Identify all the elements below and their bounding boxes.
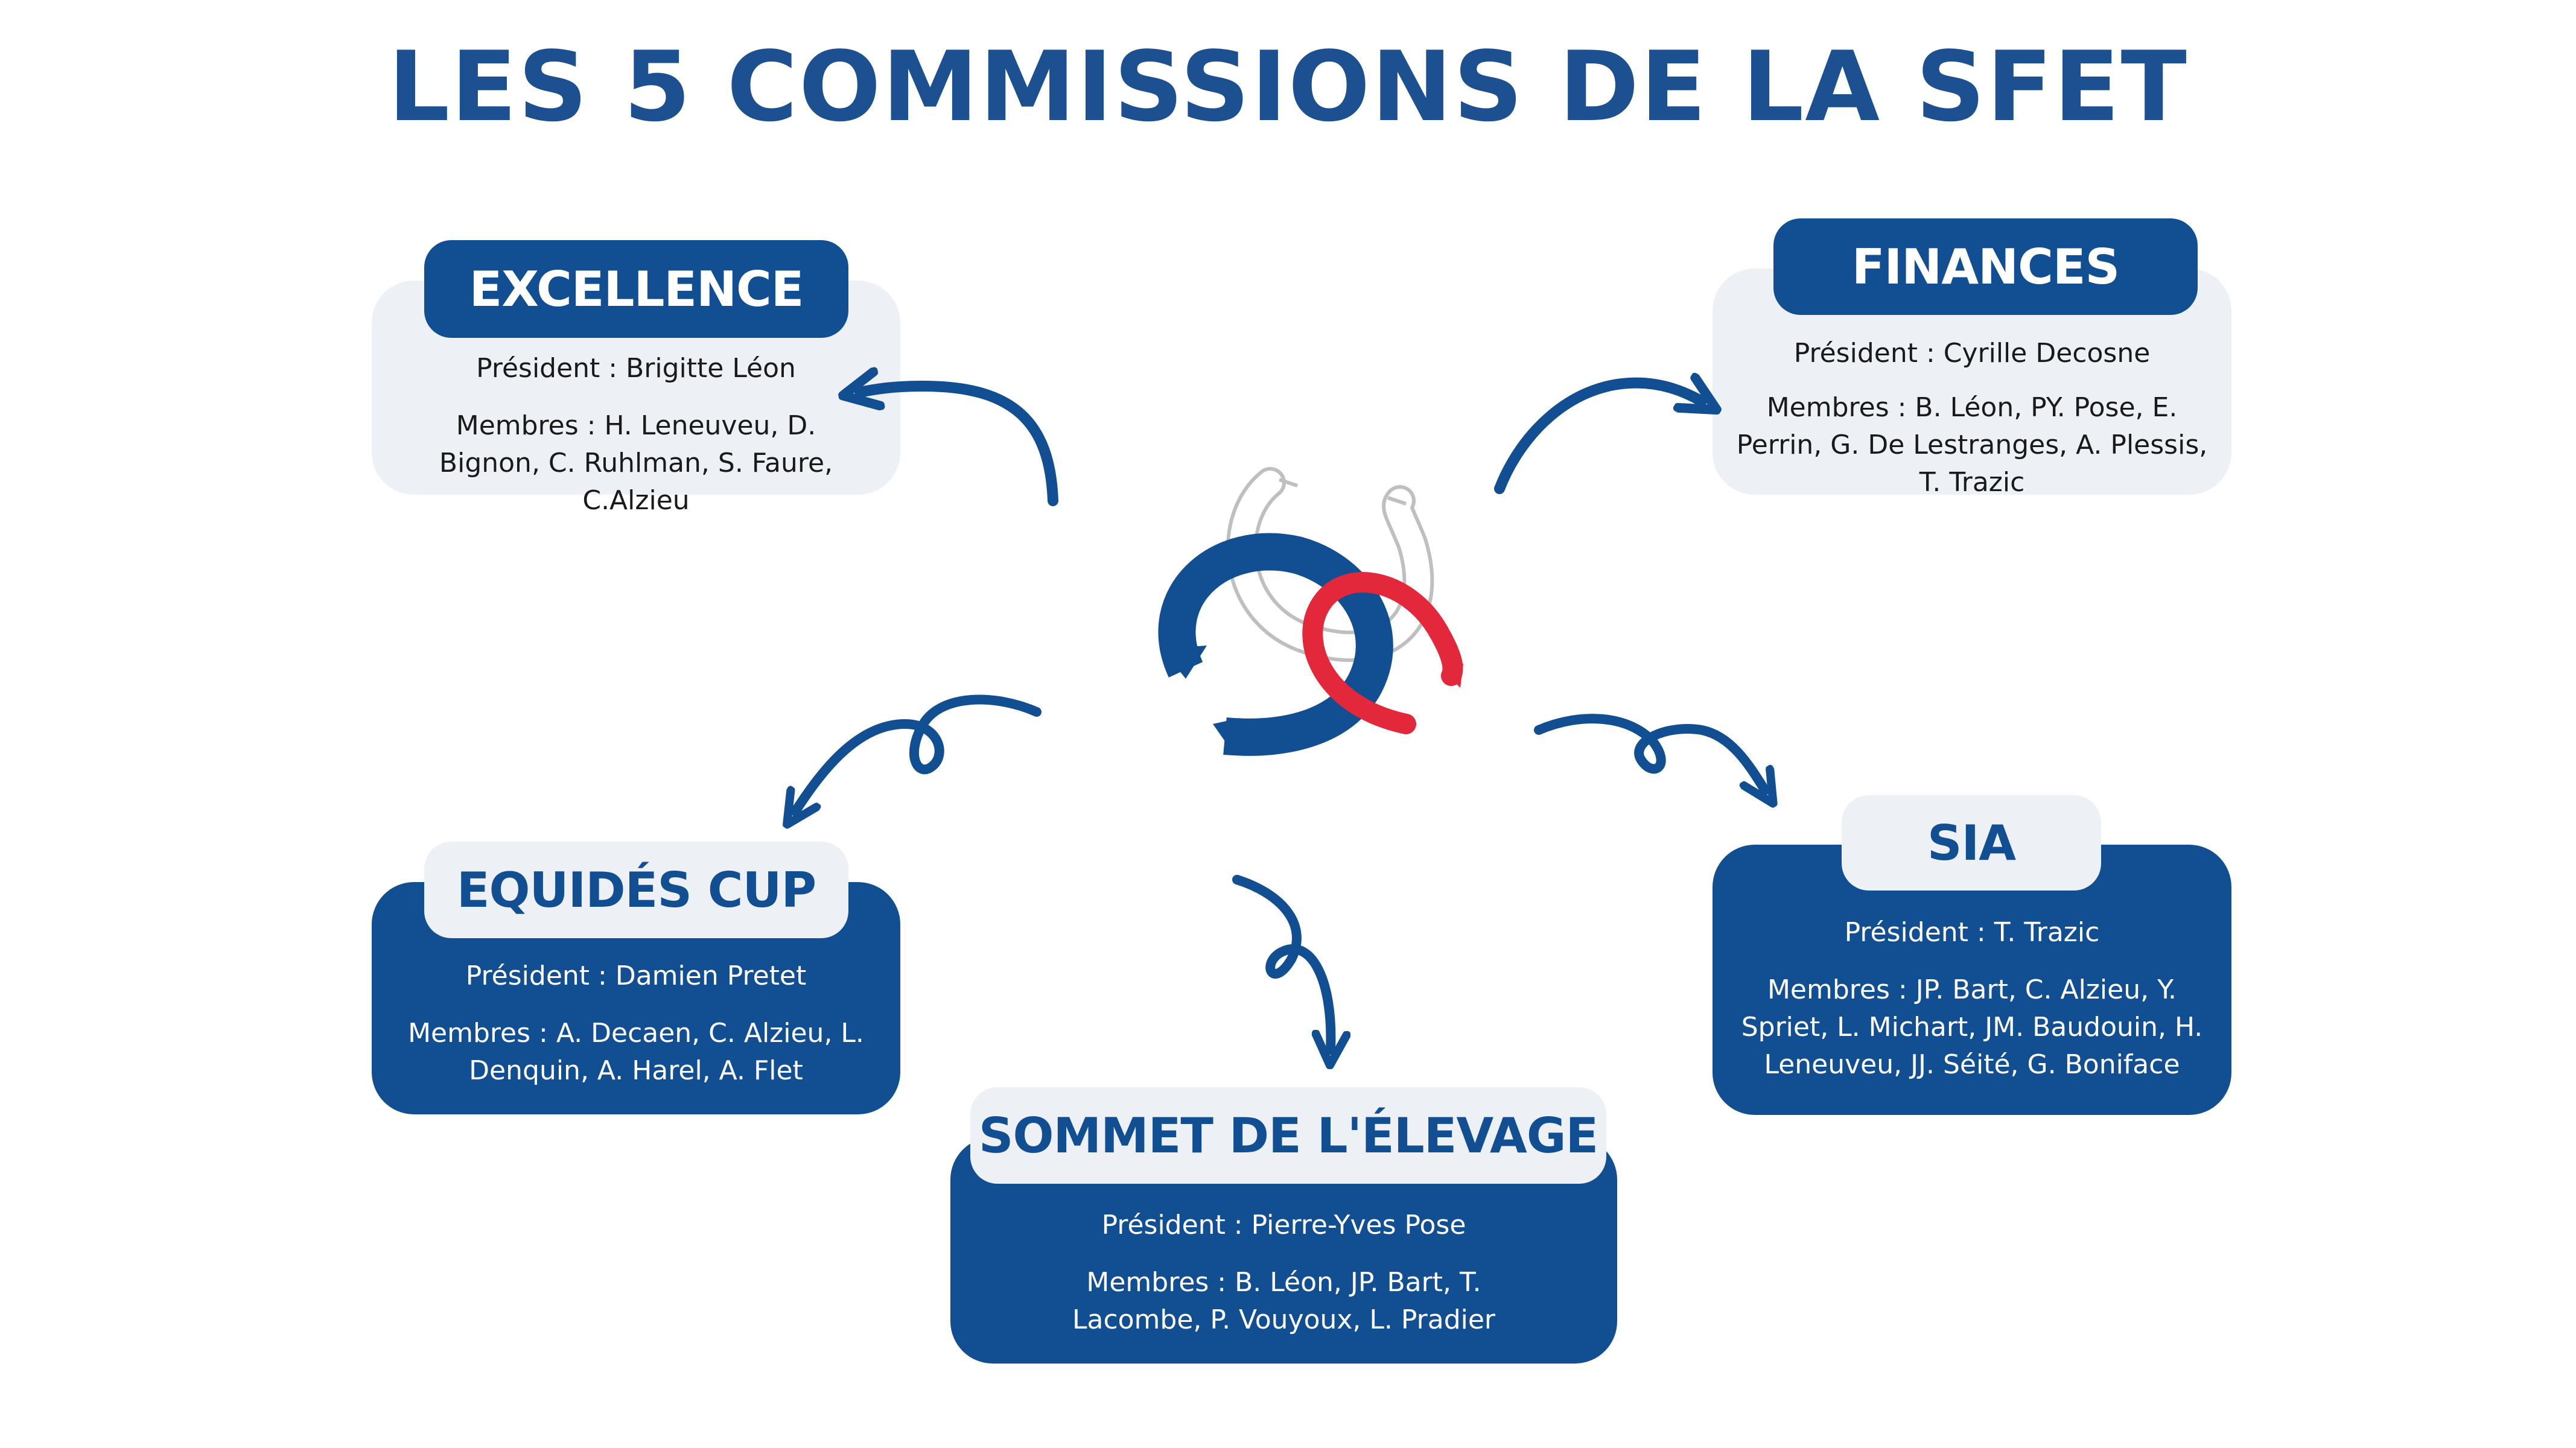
- equides-cup-members: Membres : A. Decaen, C. Alzieu, L. Denqu…: [408, 1018, 864, 1086]
- sia-title: SIA: [1842, 795, 2101, 891]
- excellence-president: Président : Brigitte Léon: [476, 353, 796, 384]
- sommet-members: Membres : B. Léon, JP. Bart, T. Lacombe,…: [1072, 1267, 1496, 1335]
- sia-members: Membres : JP. Bart, C. Alzieu, Y. Spriet…: [1741, 974, 2203, 1080]
- sommet-title: SOMMET DE L'ÉLEVAGE: [970, 1087, 1606, 1184]
- equides-cup-president: Président : Damien Pretet: [465, 961, 807, 991]
- finances-members: Membres : B. Léon, PY. Pose, E. Perrin, …: [1736, 392, 2208, 498]
- arrow-to-equides-cup-icon: [795, 694, 1042, 811]
- arrow-to-sommet-icon: [1232, 875, 1331, 1050]
- excellence-members: Membres : H. Leneuveu, D. Bignon, C. Ruh…: [439, 410, 833, 516]
- sommet-president: Président : Pierre-Yves Pose: [1101, 1210, 1466, 1240]
- horseshoes-logo-icon: [1158, 467, 1463, 756]
- finances-president: Président : Cyrille Decosne: [1793, 338, 2151, 369]
- finances-title: FINANCES: [1773, 218, 2198, 315]
- page-title: LES 5 COMMISSIONS DE LA SFET: [388, 30, 2188, 143]
- sia-president: Président : T. Trazic: [1844, 917, 2100, 948]
- equides-cup-title: EQUIDÉS CUP: [424, 842, 848, 938]
- arrow-to-finances-icon: [1494, 383, 1702, 494]
- arrow-to-sia-icon: [1534, 714, 1765, 790]
- arrow-to-excellence-icon: [860, 386, 1058, 506]
- excellence-title: EXCELLENCE: [424, 240, 848, 338]
